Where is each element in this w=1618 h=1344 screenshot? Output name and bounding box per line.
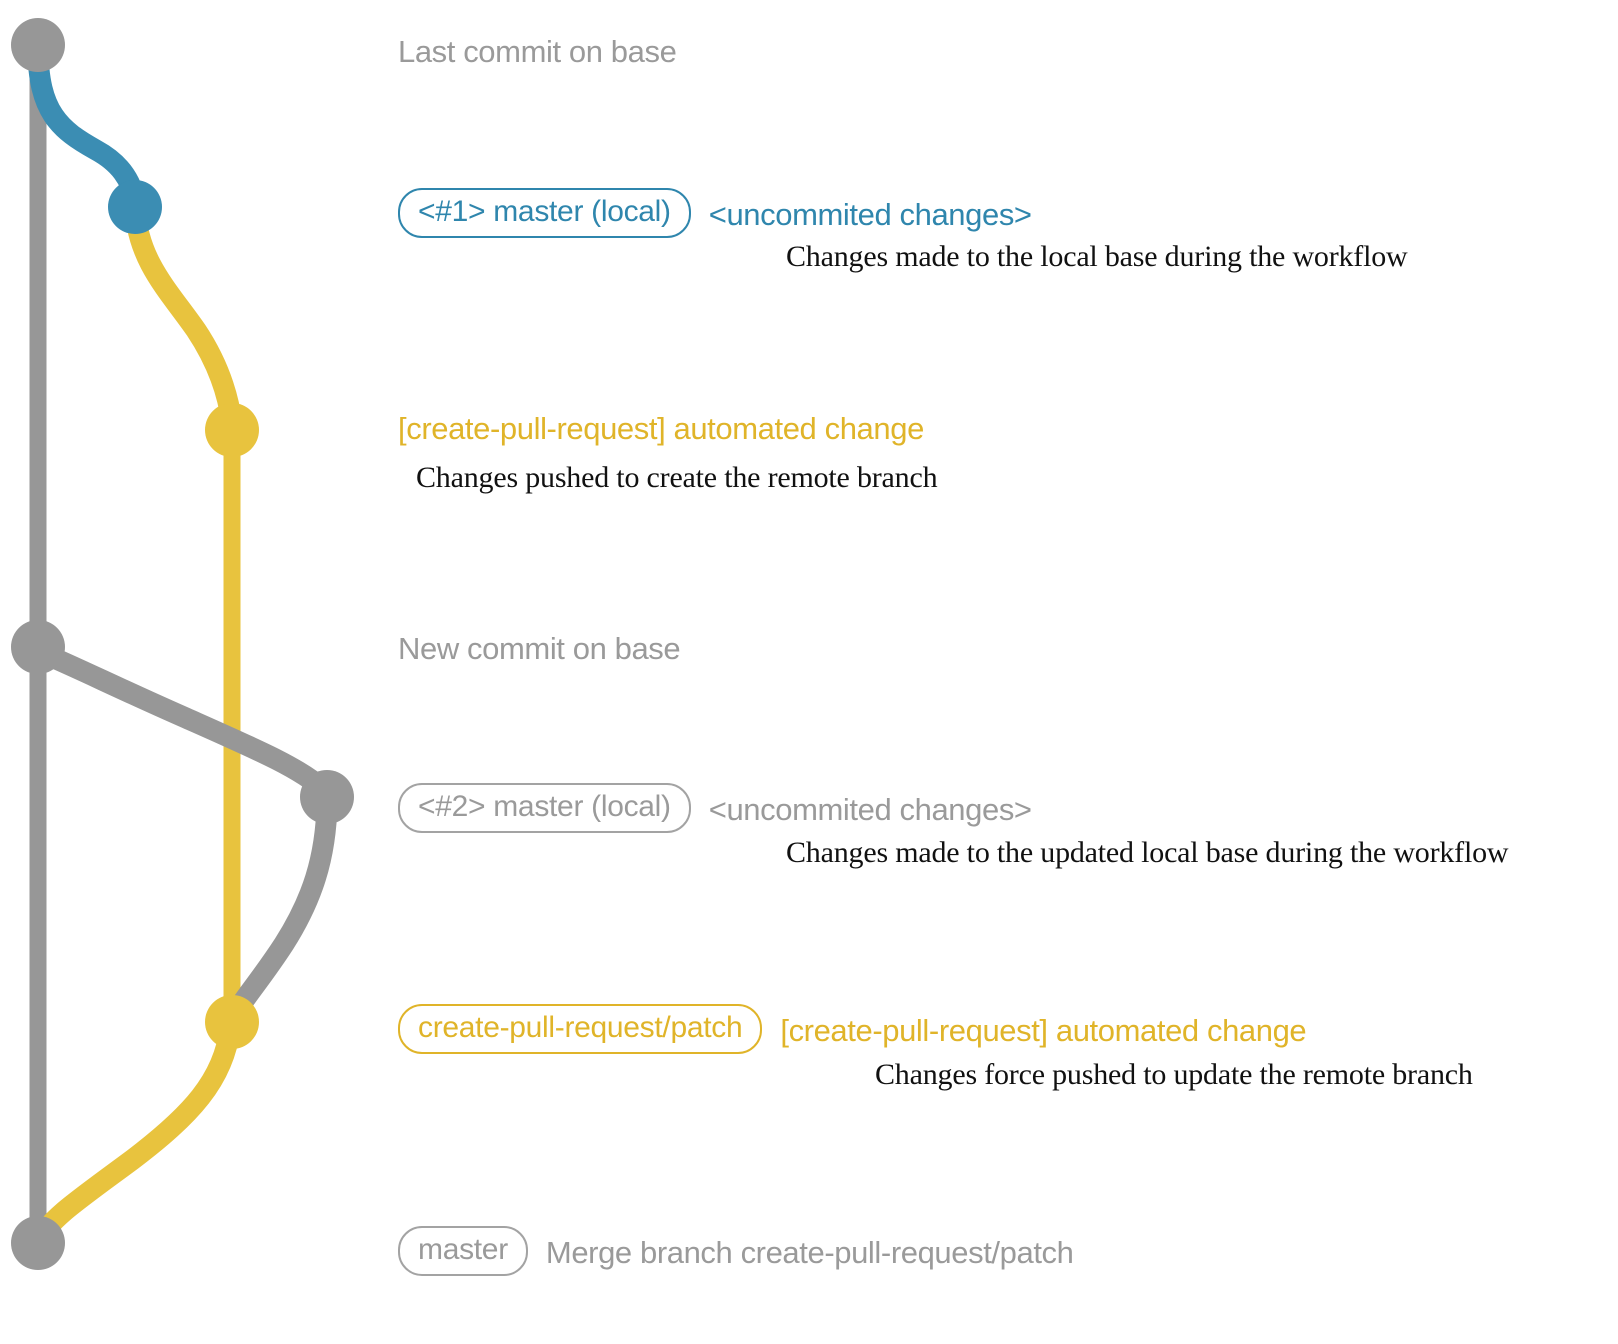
branch-pill-master-local-1[interactable]: <#1> master (local): [398, 188, 691, 238]
commit-title-master-local-2: <uncommited changes>: [708, 792, 1032, 827]
commit-title-merge-commit: Merge branch create-pull-request/patch: [545, 1235, 1074, 1270]
row-automated-change-2: create-pull-request/patch [create-pull-r…: [398, 1004, 1307, 1054]
branch-pill-create-pull-request-patch[interactable]: create-pull-request/patch: [398, 1004, 763, 1054]
edge-local-1-to-patch-1: [124, 199, 243, 435]
row-master-local-2: <#2> master (local) <uncommited changes>: [398, 783, 1032, 833]
row-master-local-1: <#1> master (local) <uncommited changes>: [398, 188, 1032, 238]
commit-description-automated-change-1: Changes pushed to create the remote bran…: [416, 461, 938, 494]
commit-title-automated-change-2: [create-pull-request] automated change: [780, 1013, 1307, 1048]
edge-patch-2-to-merge: [29, 1017, 241, 1251]
branch-pill-master[interactable]: master: [398, 1226, 528, 1276]
commit-node-merge-commit[interactable]: [11, 1216, 65, 1270]
commit-description-master-local-1: Changes made to the local base during th…: [786, 240, 1408, 273]
commit-node-new-commit-on-base[interactable]: [11, 620, 65, 674]
commit-node-automated-change-1[interactable]: [205, 403, 259, 457]
edge-base-to-local-2: [29, 641, 335, 801]
commit-title-master-local-1: <uncommited changes>: [708, 197, 1032, 232]
commit-description-master-local-2: Changes made to the updated local base d…: [786, 836, 1509, 869]
row-merge-commit: master Merge branch create-pull-request/…: [398, 1226, 1074, 1276]
commit-node-last-commit-on-base[interactable]: [11, 18, 65, 72]
commit-node-master-local-1[interactable]: [108, 180, 162, 234]
commit-description-automated-change-2: Changes force pushed to update the remot…: [875, 1058, 1473, 1091]
edge-base-to-local-1: [27, 37, 146, 211]
commit-title-new-commit-on-base: New commit on base: [398, 631, 681, 666]
commit-node-automated-change-2[interactable]: [205, 995, 259, 1049]
branch-pill-master-local-2[interactable]: <#2> master (local): [398, 783, 691, 833]
commit-node-master-local-2[interactable]: [300, 770, 354, 824]
git-graph: [11, 18, 354, 1270]
commit-title-automated-change-1: [create-pull-request] automated change: [398, 411, 924, 446]
commit-title-last-commit-on-base: Last commit on base: [398, 34, 677, 69]
